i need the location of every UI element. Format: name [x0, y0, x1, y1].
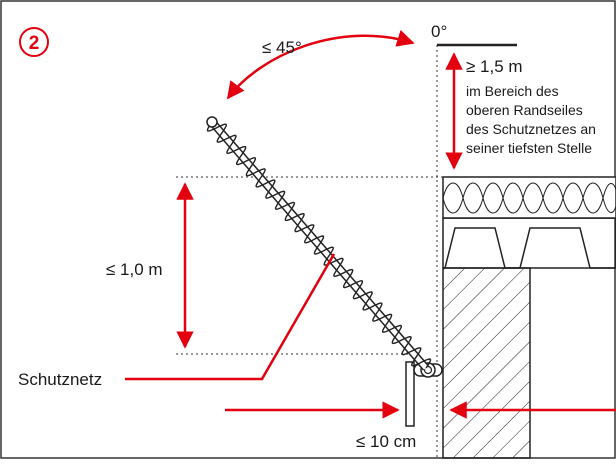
net-label: Schutznetz — [18, 370, 102, 389]
angle-zero-label: 0° — [431, 22, 447, 41]
building-wall — [442, 176, 616, 459]
net-label-pointer — [125, 253, 336, 381]
angle-arc — [226, 29, 415, 100]
height-note-line-4: seiner tiefsten Stelle — [466, 140, 592, 156]
figure-number: 2 — [29, 33, 40, 54]
net-support-post — [405, 361, 443, 427]
height-note-line-1: im Bereich des — [466, 83, 559, 99]
figure-number-badge: 2 — [19, 27, 49, 57]
height-note-line-3: des Schutznetzes an — [466, 121, 596, 137]
height-min-label: ≥ 1,5 m — [466, 57, 523, 76]
gap-max-label: ≤ 10 cm — [356, 432, 416, 451]
angle-max-label: ≤ 45° — [262, 38, 302, 57]
height-note-line-2: oberen Randseiles — [466, 102, 583, 118]
safety-net — [206, 116, 432, 371]
vertical-max-label: ≤ 1,0 m — [106, 260, 163, 279]
